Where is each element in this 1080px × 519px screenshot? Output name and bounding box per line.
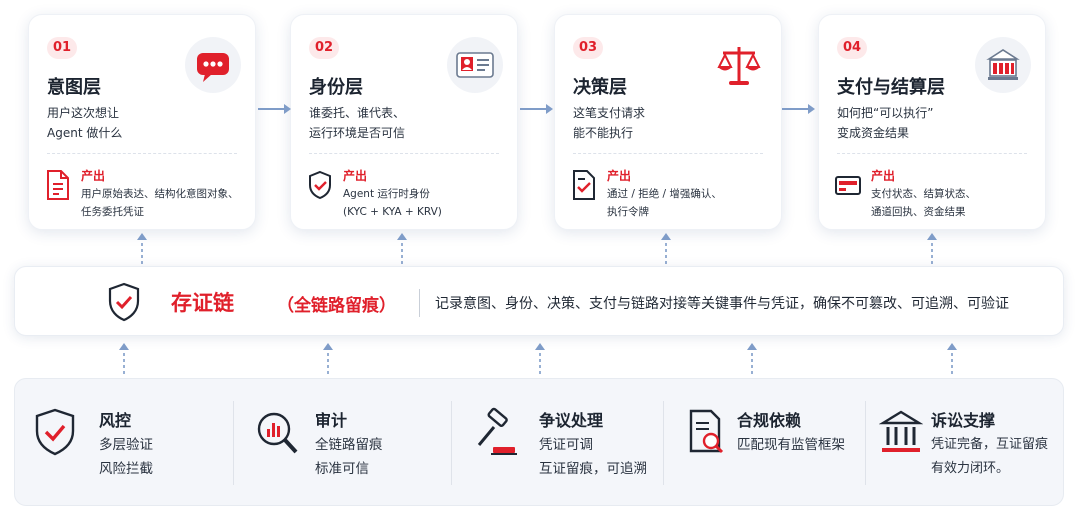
capability-audit: 审计 全链路留痕标准可信 [237,379,449,507]
checklist-icon [571,169,597,201]
capability-dispute-handling: 争议处理 凭证可调互证留痕，可追溯 [455,379,661,507]
output-label: 产出 [343,169,368,183]
arrow-up-icon [661,233,671,264]
evidence-chain-description: 记录意图、身份、决策、支付与链路对接等关键事件与凭证，确保不可篡改、可追溯、可验… [435,296,1009,312]
output-text: Agent 运行时身份(KYC + KYA + KRV) [343,188,442,218]
output-text: 支付状态、结算状态、通道回执、资金结果 [871,188,976,218]
divider [865,401,866,485]
arrow-right-icon [782,104,815,114]
capability-text: 凭证完备，互证留痕有效力闭环。 [931,437,1049,476]
capability-text: 匹配现有监管框架 [737,437,845,453]
divider [47,153,237,154]
output-label: 产出 [81,169,106,183]
scale-icon [711,37,767,93]
capability-text: 凭证可调互证留痕，可追溯 [539,437,647,477]
capabilities-panel: 风控 多层验证风险拦截 审计 全链路留痕标准可信 争议处理 凭证可调互证留痕，可… [14,378,1064,506]
capability-litigation-support: 诉讼支撑 凭证完备，互证留痕有效力闭环。 [869,379,1063,507]
arrow-right-icon [520,104,553,114]
magnifier-chart-icon [257,412,298,454]
evidence-chain-subtitle: （全链路留痕） [277,296,396,316]
capability-compliance: 合规依赖 匹配现有监管框架 [667,379,863,507]
shield-check-icon [108,282,140,322]
chat-bubble-icon [185,37,241,93]
arrow-up-icon [747,343,757,374]
layer-title: 意图层 [47,77,101,98]
layer-description: 这笔支付请求能不能执行 [573,106,646,140]
layer-description: 如何把“可以执行”变成资金结果 [837,106,934,140]
arrow-right-icon [258,104,291,114]
layer-title: 支付与结算层 [837,77,945,98]
document-search-icon [689,409,724,454]
output-label: 产出 [871,169,896,183]
output-text: 通过 / 拒绝 / 增强确认、执行令牌 [607,188,722,218]
evidence-chain-title: 存证链 [171,291,234,315]
layer-card-decision: 03 决策层 这笔支付请求能不能执行 产出 通过 / 拒绝 / 增强确认、执行令… [554,14,782,230]
step-number: 04 [837,37,867,59]
divider [573,153,763,154]
shield-check-icon [35,408,75,456]
card-icon [835,169,861,201]
bank-icon [975,37,1031,93]
arrow-up-icon [947,343,957,374]
evidence-chain-bar: 存证链 （全链路留痕） 记录意图、身份、决策、支付与链路对接等关键事件与凭证，确… [14,266,1064,336]
capability-title: 风控 [99,411,132,430]
arrow-up-icon [927,233,937,264]
capability-title: 争议处理 [539,411,604,430]
divider [663,401,664,485]
output-label: 产出 [607,169,632,183]
layer-title: 身份层 [309,77,363,98]
arrow-up-icon [323,343,333,374]
layer-description: 谁委托、谁代表、运行环境是否可信 [309,106,406,140]
courthouse-icon [879,410,923,452]
document-icon [45,169,71,201]
divider [451,401,452,485]
output-text: 用户原始表达、结构化意图对象、任务委托凭证 [81,188,239,218]
shield-check-icon [307,169,333,201]
step-number: 01 [47,37,77,59]
capability-risk-control: 风控 多层验证风险拦截 [15,379,231,507]
divider [309,153,499,154]
arrow-up-icon [397,233,407,264]
capability-title: 诉讼支撑 [931,411,996,430]
divider [419,289,420,317]
arrow-up-icon [137,233,147,264]
layer-title: 决策层 [573,77,627,98]
layer-card-payment: 04 支付与结算层 如何把“可以执行”变成资金结果 产出 支付状态、结算状态、通… [818,14,1046,230]
capability-text: 多层验证风险拦截 [99,437,153,477]
step-number: 03 [573,37,603,59]
divider [233,401,234,485]
capability-text: 全链路留痕标准可信 [315,437,383,477]
gavel-icon [477,407,517,455]
step-number: 02 [309,37,339,59]
arrow-up-icon [119,343,129,374]
capability-title: 合规依赖 [737,411,802,430]
capability-title: 审计 [315,411,348,430]
layer-card-identity: 02 身份层 谁委托、谁代表、运行环境是否可信 产出 Agent 运行时身份(K… [290,14,518,230]
divider [837,153,1027,154]
id-card-icon [447,37,503,93]
arrow-up-icon [535,343,545,374]
